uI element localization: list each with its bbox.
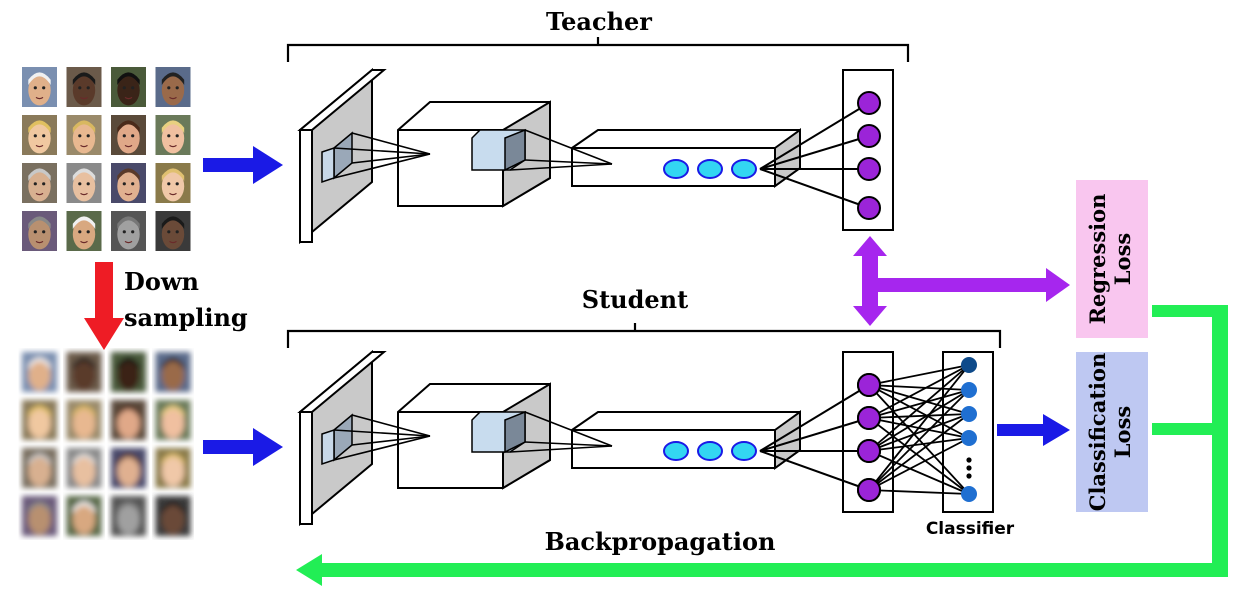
face-thumbnail	[155, 352, 191, 392]
input-arrow-student	[203, 428, 283, 466]
output-node	[857, 478, 881, 502]
face-thumbnail	[155, 115, 191, 155]
face-thumbnail	[22, 400, 57, 440]
face-thumbnail	[111, 496, 146, 536]
face-thumbnail	[22, 496, 57, 536]
face-thumbnail	[66, 211, 102, 251]
face-thumbnail	[111, 163, 146, 203]
classifier-node	[961, 382, 977, 398]
face-thumbnail	[155, 211, 191, 251]
ellipsis-dot	[966, 457, 972, 463]
output-node	[857, 91, 881, 115]
classification-loss-label-line1: Classification	[1085, 353, 1110, 512]
face-thumbnail	[66, 163, 102, 203]
face-thumbnail	[66, 352, 102, 392]
ellipsis-dot	[966, 465, 972, 471]
face-thumbnail	[66, 400, 102, 440]
regression-loss-label-line1: Regression	[1085, 194, 1110, 325]
output-node	[857, 124, 881, 148]
classifier-node	[961, 486, 977, 502]
output-node	[857, 157, 881, 181]
output-node	[857, 439, 881, 463]
student-label: Student	[582, 285, 688, 314]
backpropagation-label: Backpropagation	[545, 527, 776, 556]
student-network	[297, 349, 894, 527]
face-thumbnail	[111, 211, 146, 251]
student-brace	[286, 323, 1002, 348]
face-thumbnail	[155, 400, 191, 440]
face-thumbnail	[111, 400, 146, 440]
down-sampling-label-line1: Down	[124, 267, 199, 296]
face-thumbnail	[66, 448, 102, 488]
face-thumbnail	[22, 448, 57, 488]
downsampling-arrow	[84, 262, 124, 350]
classifier-node	[961, 357, 977, 373]
face-thumbnail	[111, 115, 146, 155]
classification-arrow	[997, 414, 1070, 446]
ellipsis-dot	[966, 473, 972, 479]
face-thumbnail	[111, 448, 146, 488]
face-thumbnail	[111, 67, 146, 107]
classifier-node	[961, 430, 977, 446]
face-thumbnail	[66, 67, 102, 107]
regression-loss-box: Regression Loss	[1076, 180, 1148, 338]
output-node	[857, 406, 881, 430]
face-thumbnail	[155, 496, 191, 536]
feature-node	[697, 159, 723, 179]
face-thumbnail	[155, 67, 191, 107]
fc-layer	[571, 129, 801, 187]
face-thumbnail	[111, 352, 146, 392]
output-node	[857, 196, 881, 220]
face-grid-downsampled	[22, 352, 191, 536]
feature-node	[663, 441, 689, 461]
face-thumbnail	[66, 496, 102, 536]
distillation-arrow	[853, 236, 1070, 326]
regression-loss-label-line2: Loss	[1110, 233, 1135, 285]
face-thumbnail	[22, 352, 57, 392]
feature-node	[731, 441, 757, 461]
teacher-network	[297, 67, 894, 245]
classifier-label: Classifier	[926, 519, 1015, 539]
face-thumbnail	[22, 163, 57, 203]
input-arrow-teacher	[203, 146, 283, 184]
down-sampling-label-line2: sampling	[124, 303, 248, 332]
face-thumbnail	[66, 115, 102, 155]
fc-layer	[571, 411, 801, 469]
teacher-brace	[286, 37, 910, 62]
face-thumbnail	[155, 163, 191, 203]
face-thumbnail	[22, 211, 57, 251]
classification-loss-label-line2: Loss	[1110, 406, 1135, 458]
teacher-label: Teacher	[546, 7, 652, 36]
face-thumbnail	[22, 67, 57, 107]
face-grid-original	[22, 67, 191, 251]
classification-loss-box: Classification Loss	[1076, 352, 1148, 512]
face-thumbnail	[155, 448, 191, 488]
feature-node	[663, 159, 689, 179]
backpropagation-path	[296, 305, 1228, 586]
face-thumbnail	[22, 115, 57, 155]
feature-node	[731, 159, 757, 179]
output-node	[857, 373, 881, 397]
classifier-node	[961, 406, 977, 422]
feature-node	[697, 441, 723, 461]
classifier-layer	[857, 351, 994, 513]
